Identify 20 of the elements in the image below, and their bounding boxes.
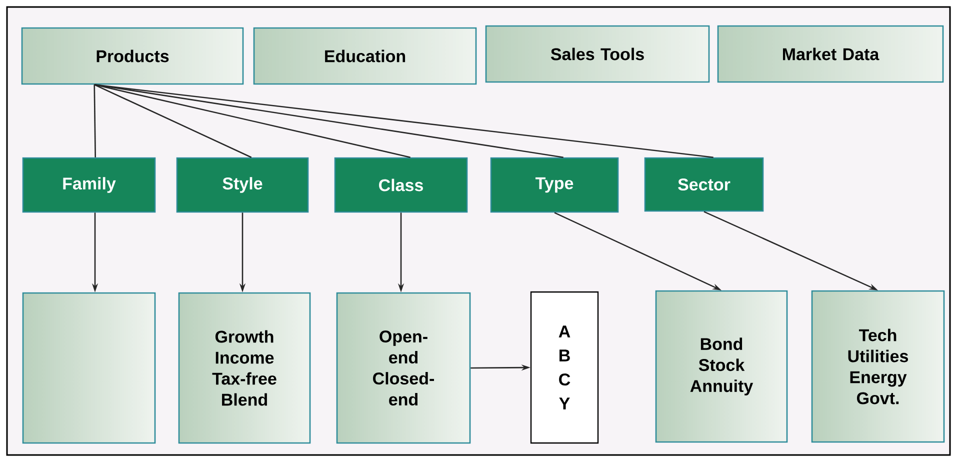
- subcategory-box: Class: [334, 157, 468, 213]
- connector-line: [94, 84, 252, 158]
- category-box: Products: [21, 27, 244, 85]
- connector-line: [94, 84, 410, 158]
- category-box: Sales Tools: [485, 25, 710, 83]
- connector-line: [94, 84, 96, 158]
- subcategory-box: Family: [22, 157, 156, 213]
- category-box: Market Data: [717, 25, 944, 83]
- connector-line: [94, 84, 714, 158]
- subcategory-box: Style: [176, 157, 309, 213]
- connector-line: [94, 84, 564, 158]
- empty-box: [22, 292, 156, 444]
- category-box: Tech Utilities Energy Govt.: [811, 290, 945, 443]
- share-class-box: A B C Y: [530, 291, 599, 444]
- category-box: Bond Stock Annuity: [655, 290, 788, 443]
- category-box: Education: [253, 27, 477, 85]
- category-box: Open-end Closed-end: [336, 292, 471, 444]
- subcategory-box: Type: [490, 157, 619, 213]
- category-box: Growth Income Tax-free Blend: [178, 292, 311, 444]
- subcategory-box: Sector: [644, 157, 764, 212]
